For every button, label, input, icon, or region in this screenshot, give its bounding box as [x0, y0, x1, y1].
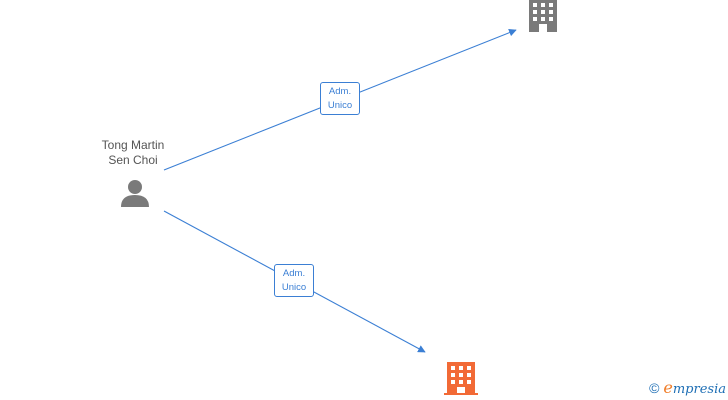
edge-label-line1: Adm.: [328, 86, 352, 97]
person-name-line2: Sen Choi: [108, 153, 158, 167]
footer-brand[interactable]: © empresia: [649, 378, 726, 397]
person-icon[interactable]: [121, 180, 149, 207]
edge-label-line2: Unico: [327, 100, 353, 111]
edge-label-line2: Unico: [281, 282, 307, 293]
brand-logo-rest: mpresia: [672, 382, 726, 397]
edge-label-bottom: Adm. Unico: [274, 264, 314, 297]
brand-logo: empresia: [663, 378, 726, 397]
edge-label-top: Adm. Unico: [320, 82, 360, 115]
person-name[interactable]: Tong Martin Sen Choi: [88, 138, 178, 168]
company-bottom-building-icon[interactable]: [444, 362, 478, 395]
copyright-icon: ©: [649, 379, 660, 396]
person-name-line1: Tong Martin: [101, 138, 165, 152]
edge-label-line1: Adm.: [282, 268, 306, 279]
brand-logo-initial: e: [663, 378, 673, 397]
company-top-building-icon[interactable]: [529, 0, 557, 32]
